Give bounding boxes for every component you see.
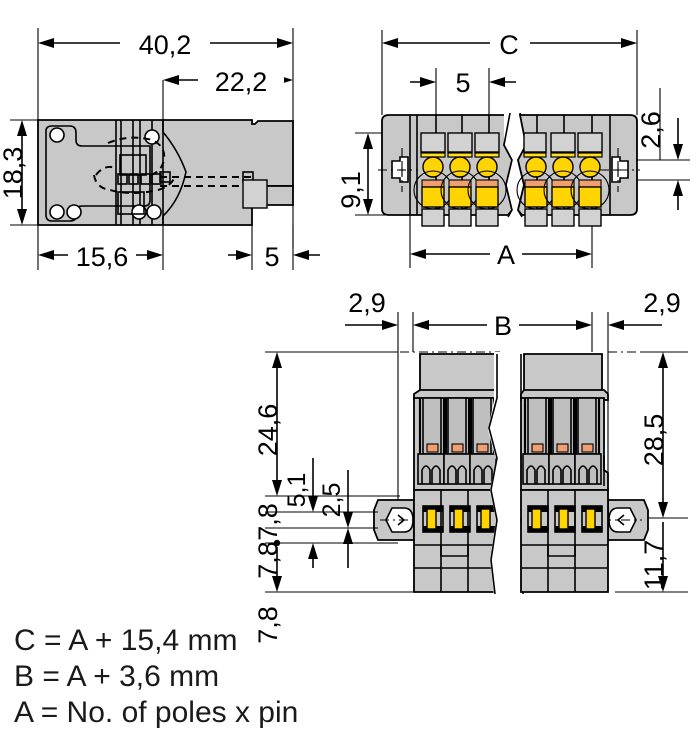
notes-group: C = A + 15,4 mm B = A + 3,6 mm A = No. o… — [14, 624, 298, 729]
dim-height-78-b: 7,8 — [253, 541, 283, 579]
dim-overall-length: 40,2 — [139, 30, 192, 60]
mounting-flange-left — [378, 148, 418, 192]
front-view-group: C 5 9,1 2,6 A — [336, 26, 690, 270]
dim-right-segment: 5 — [264, 242, 279, 272]
dim-pin-span-a: A — [497, 240, 515, 270]
dim-pin-pitch: 5 — [455, 68, 470, 98]
dim-height-78-a: 7,8 — [253, 503, 283, 541]
side-view-group: 40,2 22,2 18,3 15,6 5 — [0, 26, 320, 272]
plan-connector-left — [373, 353, 501, 593]
dim-height-285: 28,5 — [639, 414, 669, 467]
mounting-flange-right — [600, 148, 640, 192]
dim-height-78-c: 7,8 — [253, 606, 283, 644]
note-line-c: C = A + 15,4 mm — [14, 624, 237, 657]
pole-group-right — [516, 132, 610, 227]
pole-group-left — [413, 132, 507, 227]
dim-offset-26: 2,6 — [636, 111, 666, 149]
dim-partial-length: 22,2 — [215, 67, 268, 97]
dim-height-183: 18,3 — [0, 147, 28, 200]
dim-overall-width-c: C — [499, 30, 519, 60]
note-line-b: B = A + 3,6 mm — [14, 660, 219, 693]
dim-height-117: 11,7 — [639, 540, 669, 591]
pin-row-right — [527, 505, 603, 533]
dim-height-246: 24,6 — [253, 404, 283, 457]
note-line-a: A = No. of poles x pin — [14, 696, 298, 729]
dim-height-51: 5,1 — [283, 473, 311, 508]
plan-view-group: 2,9 B 2,9 24,6 5,1 2,5 — [253, 288, 688, 644]
dim-span-b: B — [494, 311, 512, 341]
dim-right-offset-29: 2,9 — [643, 288, 681, 318]
pin-row-left — [422, 505, 498, 533]
plan-connector-right — [520, 353, 649, 593]
dim-height-91: 9,1 — [336, 171, 366, 209]
dim-left-segment: 15,6 — [76, 242, 129, 272]
dim-left-offset-29: 2,9 — [348, 288, 386, 318]
